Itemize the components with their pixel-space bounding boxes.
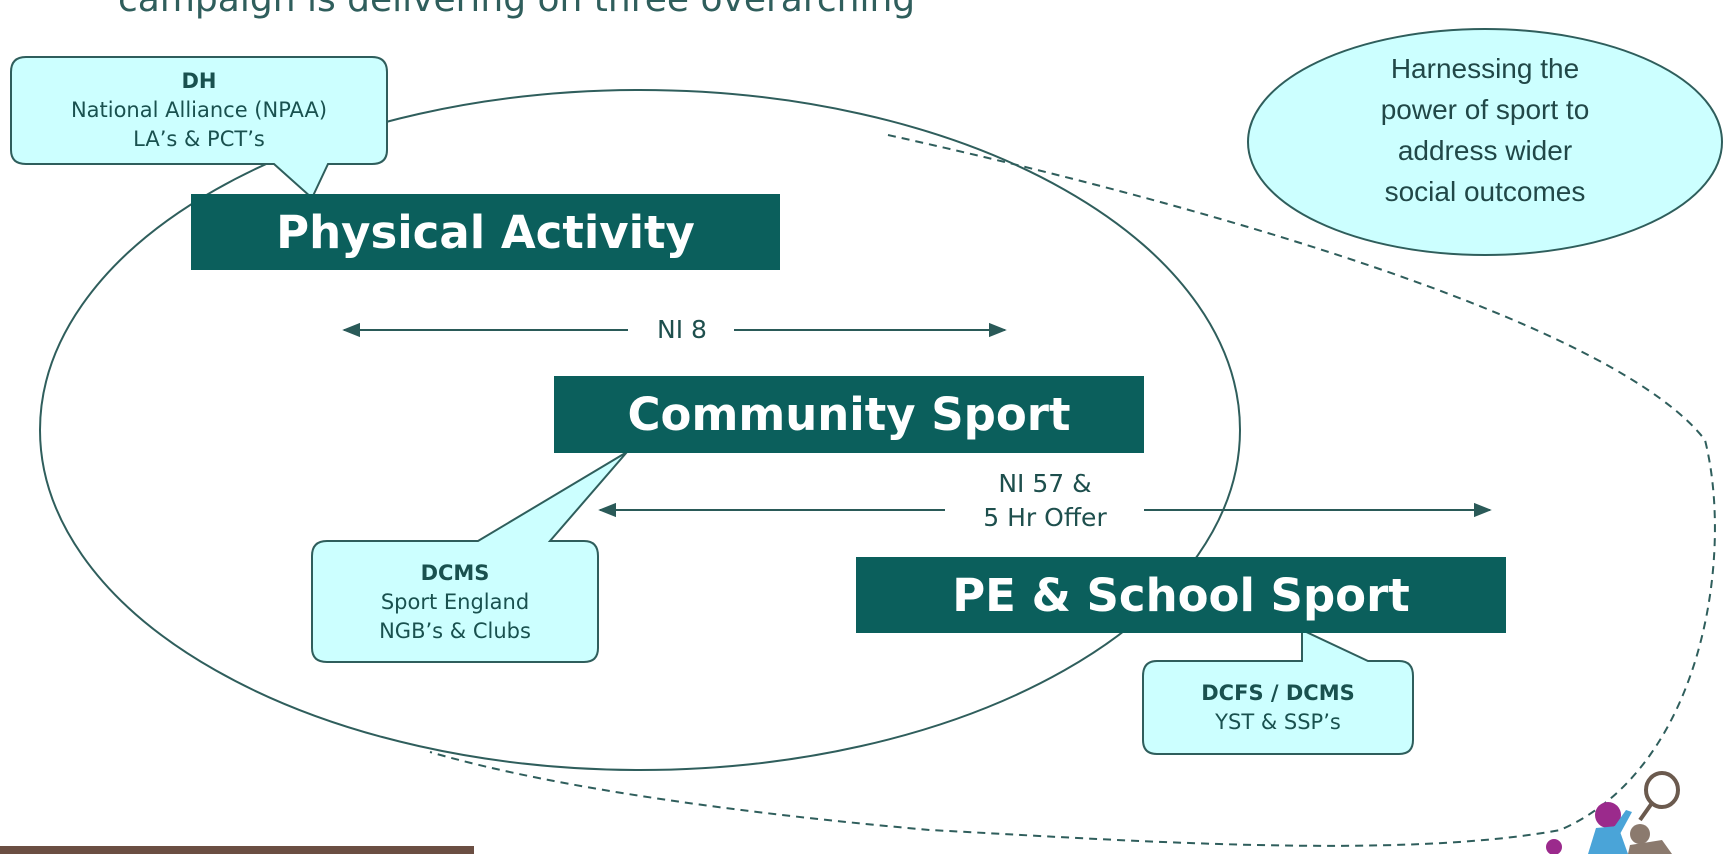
- sport-figures-logo: [1546, 771, 1680, 854]
- page-header-partial: campaign is delivering on three overarch…: [118, 0, 915, 20]
- dh-callout: DH National Alliance (NPAA) LA’s & PCT’s: [13, 67, 385, 154]
- label-pe-school-sport: PE & School Sport: [856, 557, 1506, 633]
- dh-callout-line2: LA’s & PCT’s: [133, 127, 265, 151]
- dcms-callout-line1: Sport England: [380, 590, 530, 614]
- label-community-sport: Community Sport: [554, 376, 1144, 453]
- dh-callout-line1: National Alliance (NPAA): [70, 98, 328, 122]
- footer-bar: [0, 846, 474, 854]
- core-ellipse: [39, 89, 1241, 771]
- dcfs-callout-title: DCFS / DCMS: [1201, 681, 1355, 705]
- dcms-callout-line2: NGB’s & Clubs: [379, 619, 531, 643]
- dcms-callout-shape: [311, 451, 628, 663]
- dcfs-callout-line1: YST & SSP’s: [1215, 710, 1341, 734]
- dcfs-callout: DCFS / DCMS YST & SSP’s: [1145, 679, 1411, 737]
- dcms-callout-title: DCMS: [420, 561, 490, 585]
- dh-callout-shape: [10, 56, 388, 200]
- dcms-callout: DCMS Sport England NGB’s & Clubs: [314, 559, 596, 646]
- dcfs-callout-shape: [1142, 628, 1414, 755]
- outer-dashed-boundary: [429, 134, 1716, 847]
- ni57-label-line2: 5 Hr Offer: [983, 503, 1107, 532]
- ni57-label: NI 57 & 5 Hr Offer: [945, 467, 1145, 535]
- outcomes-bubble-text: Harnessing the power of sport to address…: [1300, 48, 1670, 212]
- ni8-label: NI 8: [657, 315, 707, 344]
- outcomes-line3: address wider: [1397, 135, 1573, 166]
- dh-callout-title: DH: [181, 69, 217, 93]
- ni57-label-line1: NI 57 &: [998, 469, 1092, 498]
- label-physical-activity: Physical Activity: [191, 194, 780, 270]
- outcomes-line4: social outcomes: [1384, 176, 1586, 207]
- outcomes-bubble: [1247, 28, 1723, 256]
- outcomes-line2: power of sport to: [1380, 94, 1590, 125]
- outcomes-line1: Harnessing the: [1390, 53, 1580, 84]
